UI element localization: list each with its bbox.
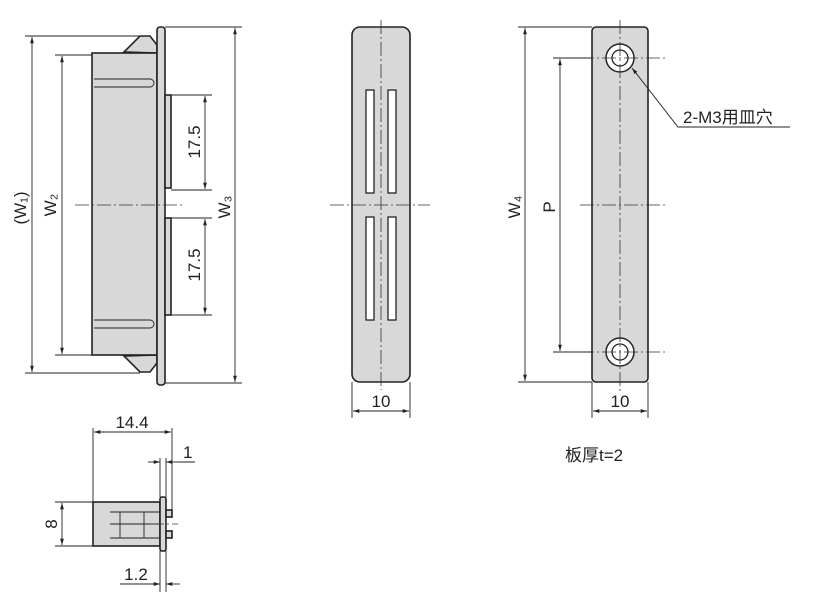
magnet-slots	[365, 89, 397, 321]
label-w4: W₄	[505, 195, 524, 218]
label-w1: (W₁)	[11, 191, 30, 224]
magnet-upper	[164, 94, 172, 189]
label-p: P	[540, 201, 559, 212]
flange	[156, 26, 166, 386]
label-w2: W₂	[41, 194, 60, 217]
latch-bottom	[122, 354, 158, 373]
plate-thickness-note: 板厚t=2	[565, 446, 623, 465]
label-height: 8	[42, 519, 61, 528]
label-w3: W₃	[215, 196, 234, 219]
side-view: (W₁) W₂ W₃ 17.5 17.5	[11, 26, 242, 386]
label-pitch-upper: 17.5	[185, 125, 204, 158]
latch-top	[122, 35, 158, 54]
slots	[94, 78, 155, 329]
label-depth: 14.4	[115, 413, 148, 432]
label-plate: 1.2	[124, 565, 148, 584]
magnet-lower	[164, 217, 172, 316]
label-mount-width: 10	[611, 392, 630, 411]
hole-note: 2-M3用皿穴	[683, 108, 773, 127]
front-view: 10	[330, 20, 430, 418]
label-flange: 1	[183, 443, 192, 462]
label-front-width: 10	[372, 392, 391, 411]
mount-view: W₄ P 10 2-M3用皿穴 板厚t=2	[505, 20, 790, 465]
bottom-view: 14.4 1 8 1.2	[42, 413, 195, 592]
body	[91, 52, 158, 356]
label-pitch-lower: 17.5	[185, 248, 204, 281]
